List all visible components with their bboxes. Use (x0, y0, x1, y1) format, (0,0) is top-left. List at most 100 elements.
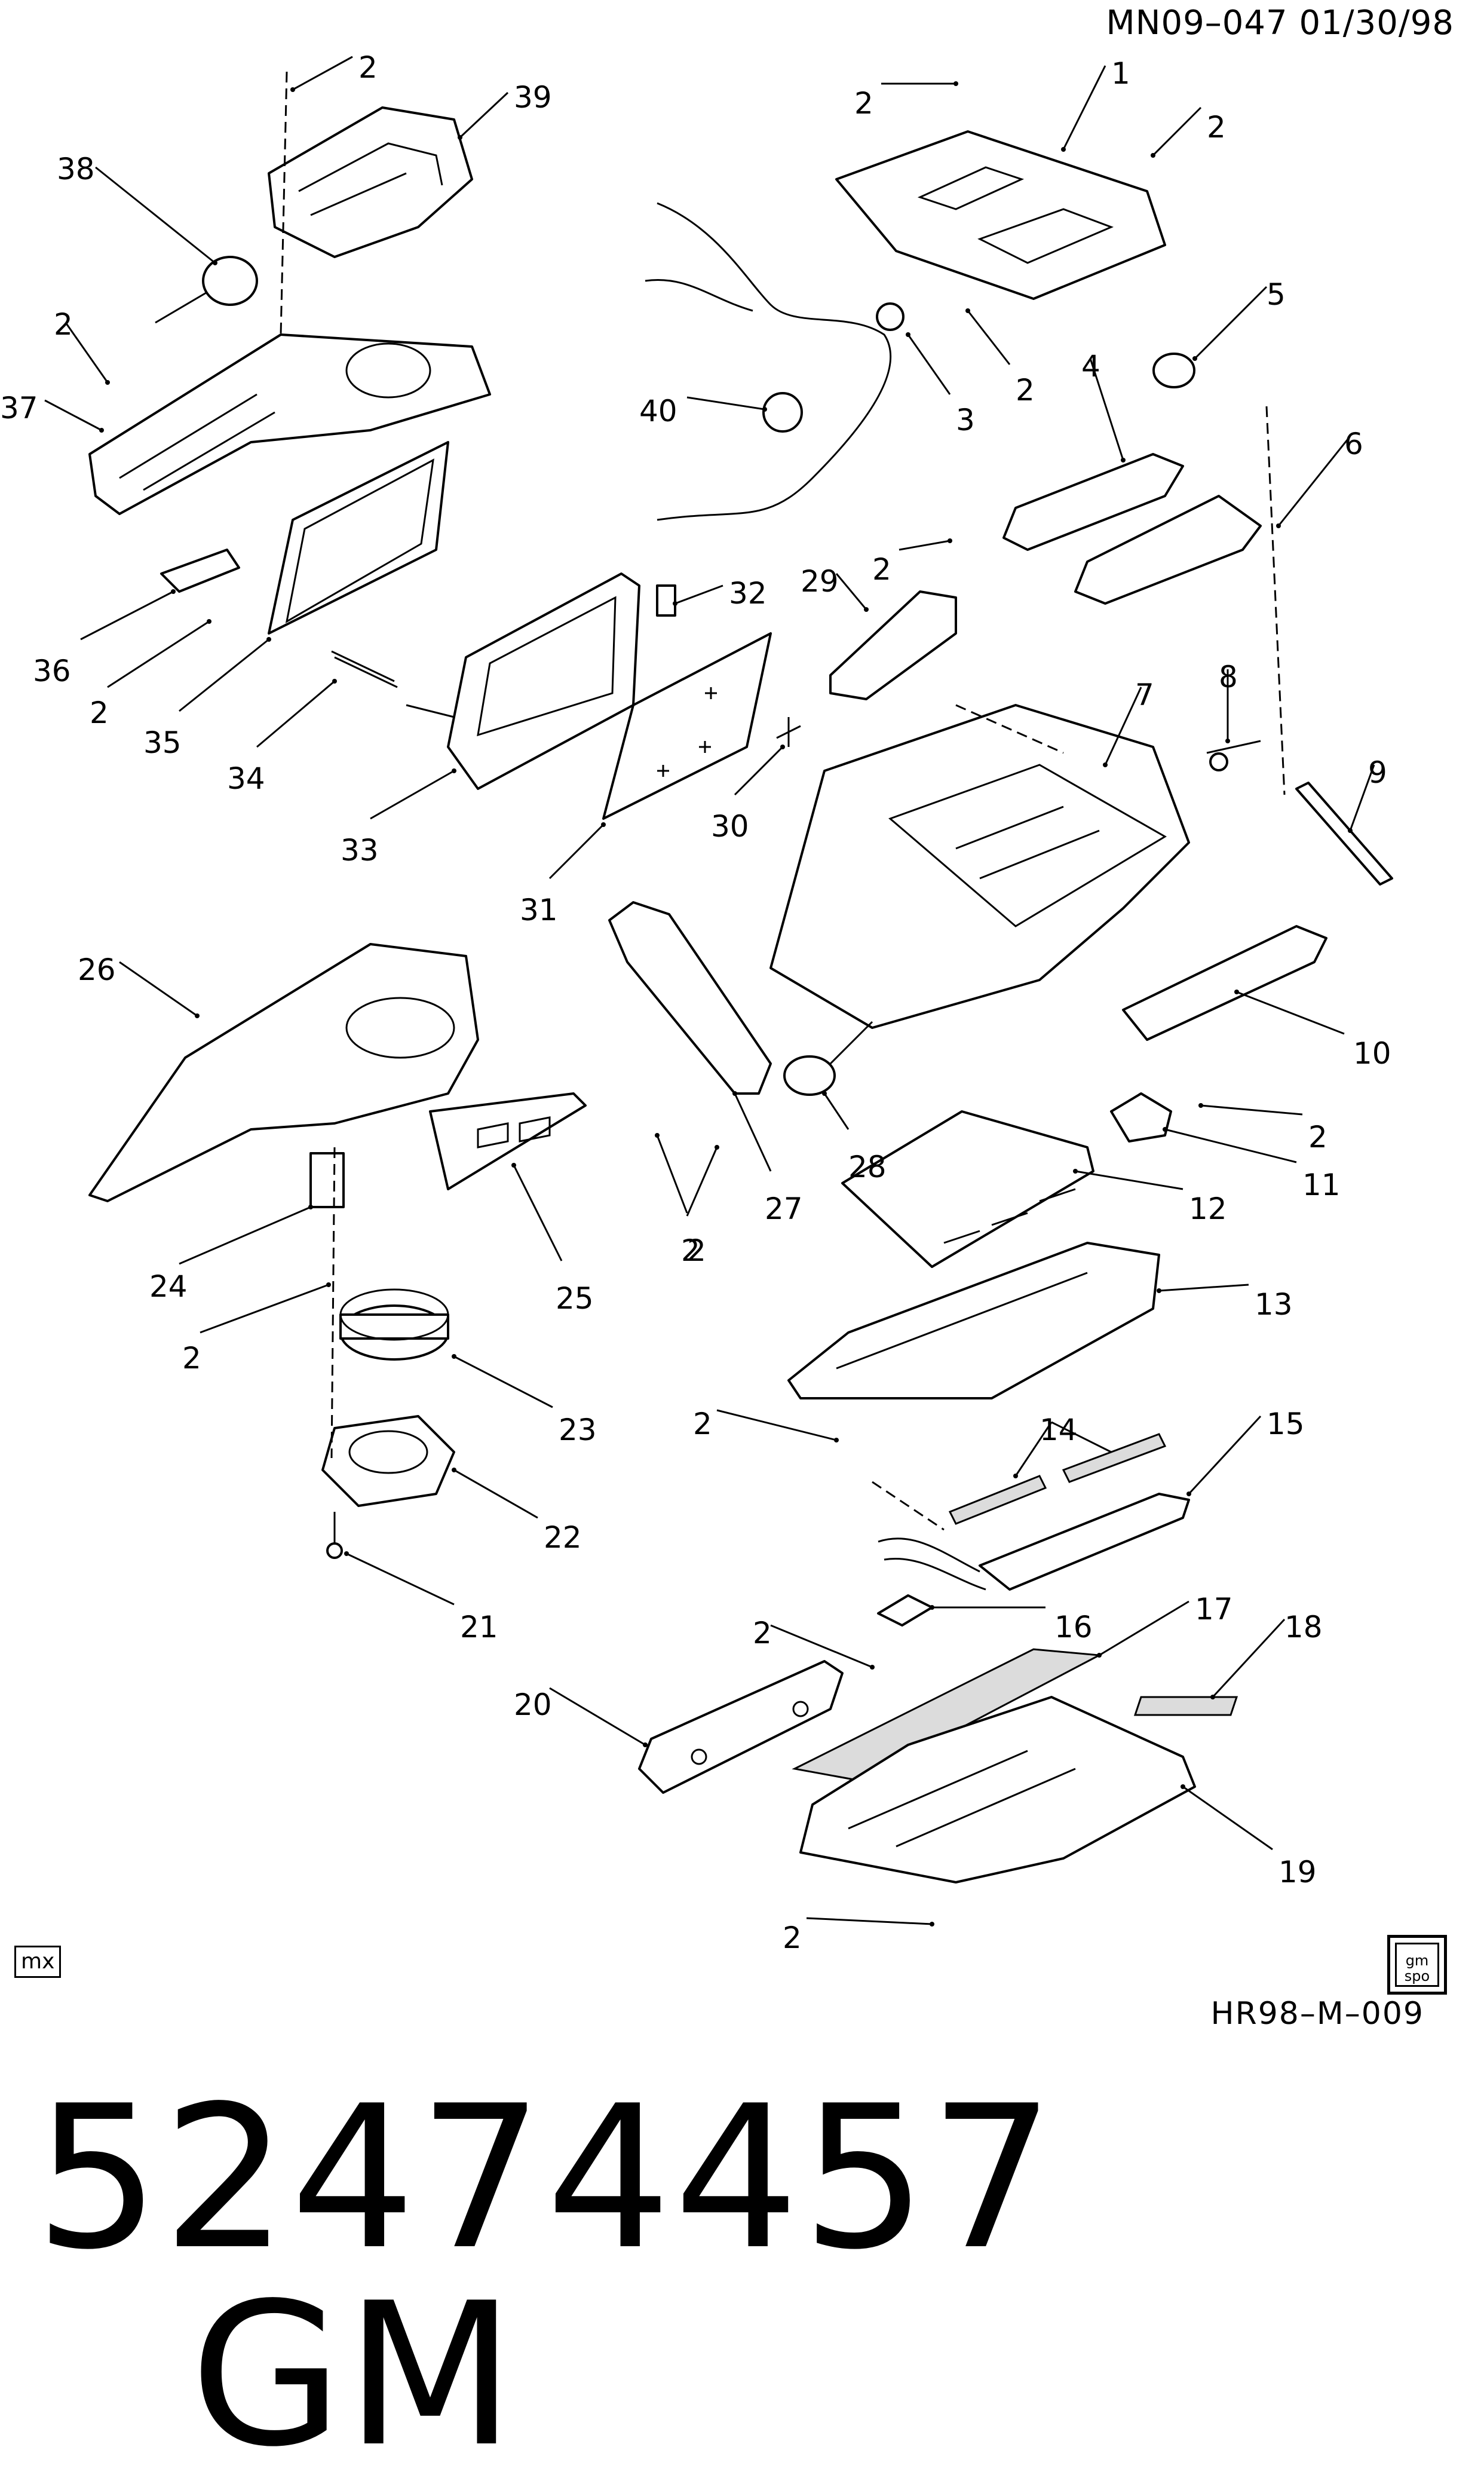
callout-leader-line (1099, 1600, 1189, 1656)
callout-leader-line (686, 1147, 718, 1217)
callout-leader-line (1194, 286, 1268, 360)
callout-leader-dot (171, 589, 176, 594)
callout-number: 22 (544, 1520, 582, 1555)
gm-spo-logo-line2: spo (1404, 1968, 1430, 1984)
callout-c2e: 2 (965, 308, 1035, 408)
callout-leader-dot (452, 1468, 456, 1472)
callout-leader-dot (1013, 1474, 1018, 1478)
callout-number: 19 (1278, 1855, 1317, 1889)
callout-leader-line (80, 590, 174, 641)
callout-leader-line (734, 1093, 772, 1172)
part-18-foam (1133, 1696, 1238, 1716)
callout-leader-dot (308, 1205, 313, 1209)
callout-number: 8 (1219, 660, 1238, 694)
part-40-wiring-harness (645, 202, 892, 521)
callout-leader-dot (953, 81, 958, 86)
callout-leader-dot (1103, 762, 1108, 767)
callout-leader-dot (266, 637, 271, 642)
callout-c6: 6 (1276, 427, 1363, 528)
callout-leader-dot (99, 428, 104, 433)
callout-leader-line (292, 56, 353, 91)
callout-leader-line (716, 1409, 837, 1441)
callout-number: 11 (1302, 1168, 1341, 1202)
callout-leader-dot (930, 1922, 934, 1927)
callout-leader-line (1051, 1421, 1112, 1453)
callout-leader-dot (870, 1665, 875, 1670)
callout-leader-dot (1192, 356, 1197, 361)
callout-leader-dot (601, 822, 606, 827)
callout-leader-line (1277, 436, 1351, 526)
callout-c2j: 2 (182, 1282, 331, 1376)
part-39-upper-duct (268, 106, 473, 258)
callout-leader-line (1089, 358, 1124, 461)
callout-number: 29 (801, 564, 839, 599)
callout-number: 2 (1207, 110, 1226, 145)
callout-c2i: 2 (655, 1133, 700, 1268)
callout-number: 17 (1195, 1592, 1233, 1627)
callout-leader-dot (673, 601, 677, 606)
callout-number: 2 (687, 1233, 706, 1268)
callout-leader-line (1014, 1422, 1053, 1477)
part-36-clip (160, 549, 240, 593)
callout-c2b: 2 (854, 81, 958, 121)
callout-leader-line (44, 399, 102, 431)
callout-leader-dot (822, 1091, 827, 1096)
callout-c23: 23 (452, 1354, 597, 1447)
callout-number: 36 (33, 654, 71, 688)
part-15-heater-core (878, 1493, 1190, 1591)
part-26-blower-housing (88, 943, 479, 1202)
callout-number: 35 (143, 725, 182, 760)
callout-c14: 14 (1013, 1413, 1112, 1478)
part-5-actuator (1152, 353, 1195, 388)
part-10-door (1122, 925, 1327, 1041)
callout-number: 2 (54, 307, 73, 342)
drawing-number: HR98–M–009 (1210, 1996, 1424, 2032)
callout-leader-dot (195, 1013, 200, 1018)
part-37-duct-assembly (88, 333, 491, 515)
callout-c31: 31 (520, 822, 606, 927)
part-27-duct (608, 901, 772, 1095)
mx-label-box: mx (14, 1946, 62, 1978)
callout-number: 6 (1344, 427, 1363, 461)
part-33-evaporator (406, 572, 640, 790)
callout-leader-dot (105, 380, 110, 385)
callout-c24: 24 (149, 1205, 313, 1304)
callout-c20: 20 (514, 1687, 648, 1747)
callout-c35: 35 (143, 637, 271, 760)
callout-leader-line (967, 310, 1011, 365)
callout-leader-dot (1061, 147, 1066, 152)
callout-c21: 21 (344, 1551, 498, 1644)
callout-leader-dot (643, 1742, 648, 1747)
callout-number: 33 (341, 833, 379, 868)
callout-number: 2 (90, 696, 109, 730)
callout-number: 2 (872, 552, 891, 587)
callout-leader-dot (1186, 1491, 1191, 1496)
callout-leader-line (119, 961, 198, 1017)
callout-c2a: 2 (290, 50, 378, 92)
callout-number: 26 (78, 952, 116, 987)
callout-leader-dot (344, 1551, 349, 1556)
callout-leader-dot (1276, 523, 1281, 528)
callout-number: 30 (711, 809, 749, 844)
callout-c33: 33 (341, 768, 456, 868)
callout-leader-line (370, 770, 455, 820)
callout-leader-dot (834, 1438, 839, 1442)
callout-leader-dot (458, 135, 462, 140)
callout-leader-dot (762, 407, 767, 412)
part-19-lower-case (799, 1696, 1196, 1883)
callout-number: 38 (57, 152, 95, 186)
callout-number: 40 (639, 394, 677, 428)
callout-leader-dot (930, 1605, 934, 1610)
callout-number: 21 (460, 1610, 498, 1644)
callout-leader-dot (452, 768, 456, 773)
part-32-sensor (656, 584, 676, 617)
callout-leader-dot (1163, 1127, 1167, 1132)
callout-leader-line (549, 1687, 646, 1746)
callout-leader-dot (1210, 1695, 1215, 1699)
callout-number: 2 (1016, 373, 1035, 408)
callout-c2g: 2 (90, 619, 211, 730)
callout-c12: 12 (1073, 1169, 1227, 1226)
part-20-bracket (638, 1660, 844, 1794)
callout-leader-dot (906, 332, 910, 337)
